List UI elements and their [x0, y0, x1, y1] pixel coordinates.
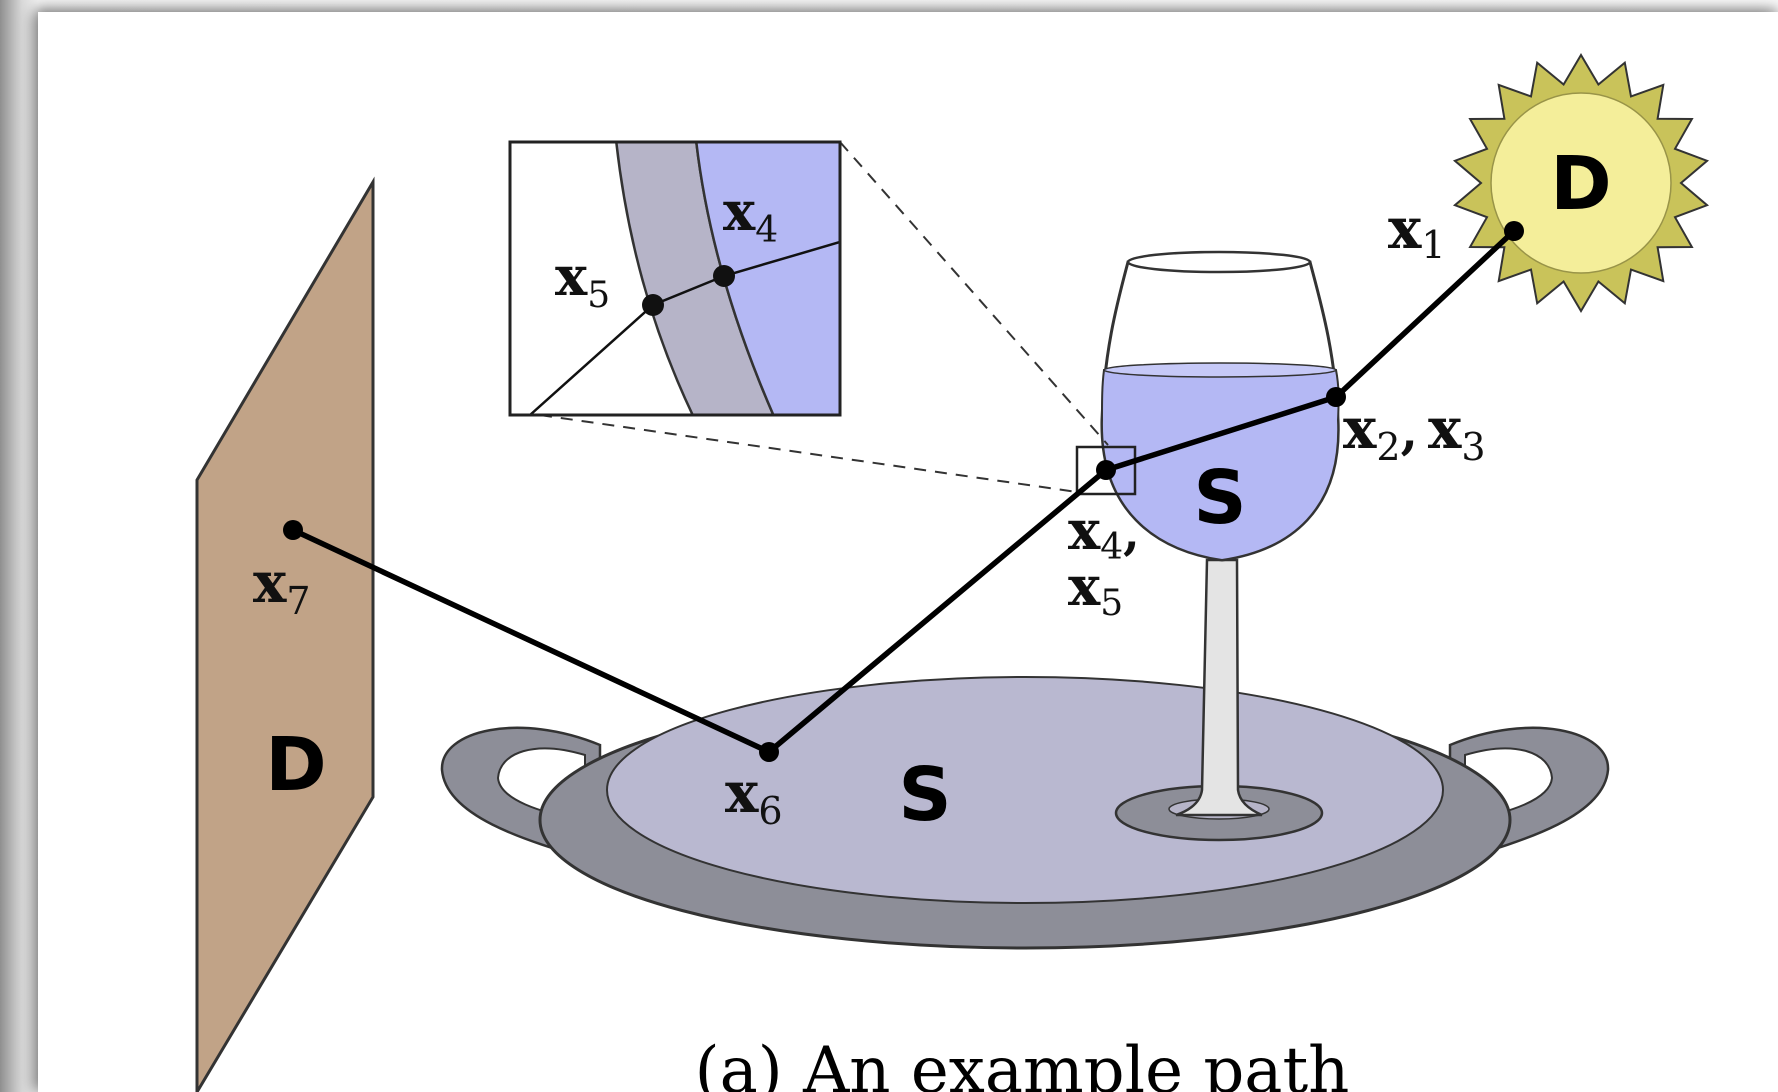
zoom-line-top: [840, 142, 1108, 445]
region-label-glass: S: [1193, 455, 1246, 541]
region-label-wall: D: [265, 722, 326, 808]
region-label-tray: S: [898, 752, 951, 838]
label-x1: x1: [1388, 196, 1446, 267]
figure-caption: (a) An example path: [695, 1034, 1350, 1092]
vertex-x6: [759, 742, 779, 762]
glass-rim: [1128, 252, 1310, 272]
vertex-x1: [1504, 221, 1524, 241]
vertex-x4-x5: [1096, 460, 1116, 480]
inset-point-x5: [642, 294, 664, 316]
vertex-x7: [283, 520, 303, 540]
zoom-line-bottom: [540, 415, 1077, 492]
wall-plane: [197, 182, 373, 1092]
region-label-sun: D: [1550, 141, 1611, 227]
label-x2-x3: x2,x3: [1343, 396, 1486, 469]
liquid-surface: [1104, 363, 1336, 377]
light-path: [293, 231, 1514, 752]
inset-point-x4: [713, 265, 735, 287]
